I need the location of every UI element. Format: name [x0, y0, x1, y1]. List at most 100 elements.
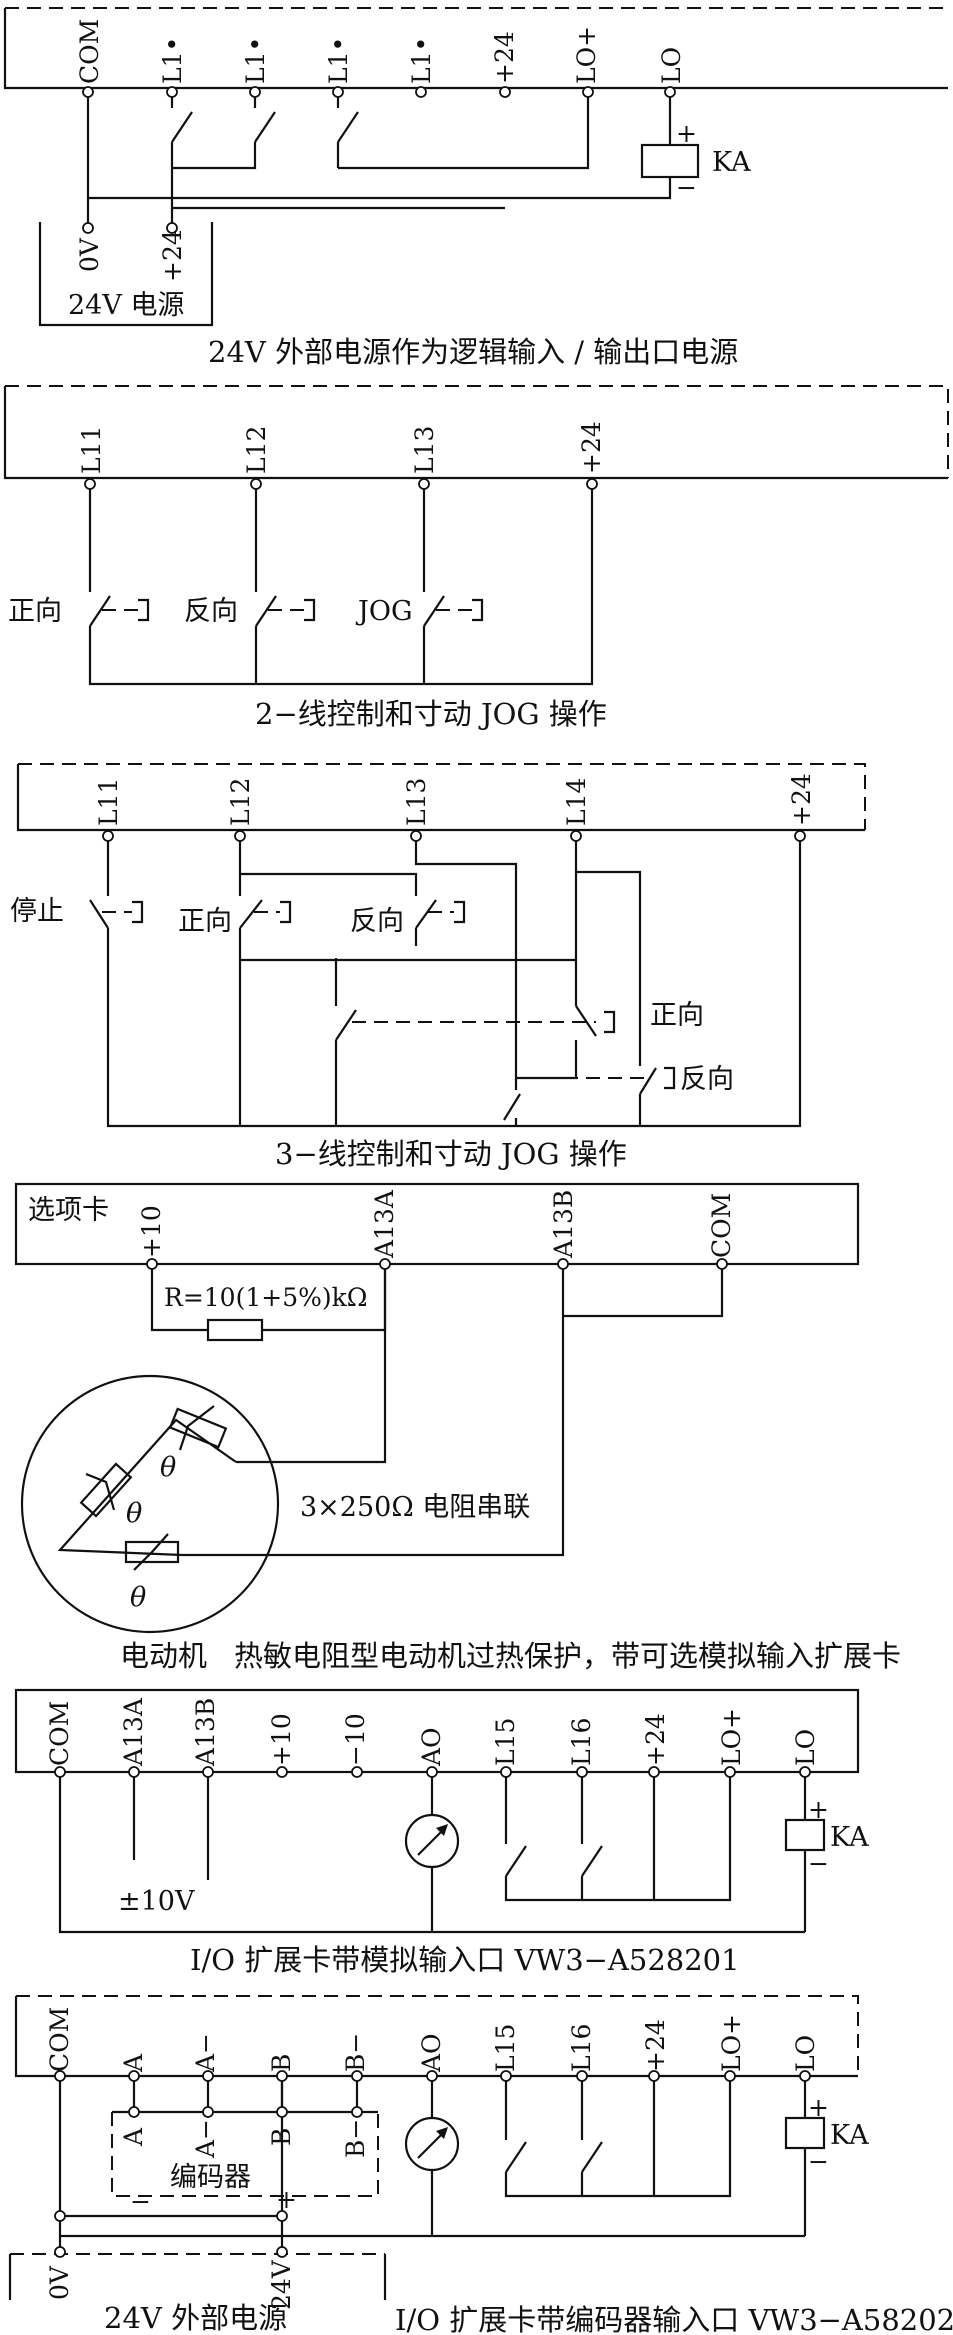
- terminal-dot: [570, 830, 582, 842]
- wire: [88, 177, 672, 200]
- terminal-label: L11: [77, 426, 106, 474]
- terminal-label: LO: [791, 2035, 820, 2072]
- diagram-caption: 2−线控制和寸动 JOG 操作: [255, 697, 607, 731]
- wire: [338, 92, 590, 170]
- encoder-minus: −: [130, 2187, 151, 2216]
- terminal-label: +24: [577, 421, 606, 474]
- switch-contact: [581, 2141, 603, 2173]
- terminal-dot: [379, 1258, 391, 1270]
- motor-circle: [20, 1374, 280, 1634]
- terminal-label: A13A: [119, 1697, 148, 1767]
- relay-coil: [784, 1818, 826, 1852]
- relay-plus: +: [676, 119, 697, 148]
- terminal-dot: [166, 222, 178, 234]
- terminal-dot: [234, 830, 246, 842]
- switch-label: 停止: [10, 896, 64, 927]
- terminal-dot: [799, 2070, 811, 2082]
- resistor-label: R=10(1+5%)kΩ: [164, 1283, 367, 1312]
- terminal-label: +24: [490, 31, 519, 84]
- terminal-label: B: [267, 2054, 296, 2072]
- terminal-dot: [664, 86, 676, 98]
- terminal-dot: [716, 1258, 728, 1270]
- terminal-label: LO+: [717, 2014, 746, 2072]
- terminal-label: LO+: [572, 26, 601, 84]
- supply-label: 24V 电源: [68, 290, 184, 321]
- terminal-dot: [276, 2106, 288, 2118]
- relay-plus: +: [808, 1795, 829, 1824]
- series-note: 3×250Ω 电阻串联: [300, 1492, 530, 1523]
- terminal-dot: [576, 1766, 588, 1778]
- terminal-dot: [276, 2070, 288, 2082]
- theta-symbol: θ: [160, 1452, 176, 1483]
- terminal-label: L1•: [241, 37, 270, 84]
- terminal-label: A13B: [549, 1190, 578, 1259]
- terminal-dot: [351, 2070, 363, 2082]
- wire: [150, 1264, 208, 1332]
- wire: [654, 1772, 732, 1902]
- terminal-label: L12: [226, 778, 255, 826]
- terminal-dot: [54, 2070, 66, 2082]
- terminal-strip-bottom-edge: [16, 764, 865, 832]
- terminal-strip-top-edge: [18, 763, 866, 830]
- diagram-caption: 热敏电阻型电动机过热保护，带可选模拟输入扩展卡: [234, 1639, 901, 1673]
- switch-contact: [89, 899, 109, 929]
- theta-symbol: θ: [126, 1498, 142, 1529]
- switch-contact: [505, 2141, 527, 2173]
- terminal-dot: [500, 1766, 512, 1778]
- terminal-label: +10: [267, 1713, 296, 1766]
- terminal-label: B−: [341, 2033, 370, 2072]
- supply-box: [38, 222, 214, 327]
- terminal-dot: [54, 2210, 66, 2222]
- thermistor: [168, 1407, 228, 1449]
- switch-actuator: [454, 900, 466, 924]
- thermistor-mark: [133, 1533, 169, 1571]
- terminal-label: L16: [567, 1718, 596, 1766]
- arrow-icon: [436, 2127, 448, 2139]
- supply-terminal-label: 0V: [75, 237, 104, 272]
- supply-terminal-label: 24V: [267, 2259, 296, 2310]
- terminal-label: L1•: [158, 37, 187, 84]
- supply-label: 24V 外部电源: [104, 2301, 287, 2335]
- thermistor-mark: [85, 1472, 116, 1511]
- switch-actuator: [132, 900, 144, 924]
- wire: [132, 2076, 359, 2112]
- terminal-dot: [82, 222, 94, 234]
- supply-box-edge: [8, 2254, 387, 2300]
- diagram-2-wire-control: L11 L12 L13 +24 正向 反向 JOG 2−线控制和寸动 JOG 操…: [3, 385, 949, 731]
- supply-terminal-label: 0V: [45, 2265, 74, 2300]
- terminal-label: A−: [191, 2033, 220, 2073]
- terminal-dot: [128, 2106, 140, 2118]
- terminal-dot: [799, 1766, 811, 1778]
- relay-label: KA: [712, 147, 751, 178]
- switch-label: JOG: [355, 596, 413, 627]
- terminal-label: COM: [75, 19, 104, 84]
- switch-contact: [639, 1067, 657, 1095]
- switch-label: 反向: [184, 596, 238, 627]
- terminal-label: A: [119, 2053, 148, 2073]
- relay-label: KA: [830, 1822, 869, 1853]
- switch-actuator: [280, 900, 292, 924]
- terminal-dot: [202, 2070, 214, 2082]
- terminal-dot: [576, 2070, 588, 2082]
- terminal-label: COM: [707, 1193, 736, 1258]
- diagram-24v-logic-supply: COM L1• L1• L1• L1• +24 LO+ LO + − KA: [3, 7, 948, 369]
- terminal-label: COM: [45, 1701, 74, 1766]
- switch-contact: [254, 111, 276, 143]
- switch-contact: [89, 595, 111, 627]
- terminal-label: LO: [791, 1729, 820, 1766]
- terminal-label: −10: [341, 1713, 370, 1766]
- io-card-top-edge: [16, 1995, 859, 2076]
- terminal-dot: [351, 2106, 363, 2118]
- switch-actuator: [304, 598, 316, 622]
- terminal-dot: [202, 2106, 214, 2118]
- arrow-icon: [436, 1824, 448, 1836]
- switch-contact: [415, 899, 437, 929]
- switch-actuator: [138, 598, 150, 622]
- terminal-label: L15: [491, 1718, 520, 1766]
- switch-contact: [239, 899, 263, 929]
- terminal-dot: [84, 478, 96, 490]
- terminal-dot: [276, 1766, 288, 1778]
- switch-contact: [171, 111, 193, 143]
- terminal-label: A13B: [191, 1698, 220, 1767]
- terminal-label: AO: [417, 1727, 446, 1767]
